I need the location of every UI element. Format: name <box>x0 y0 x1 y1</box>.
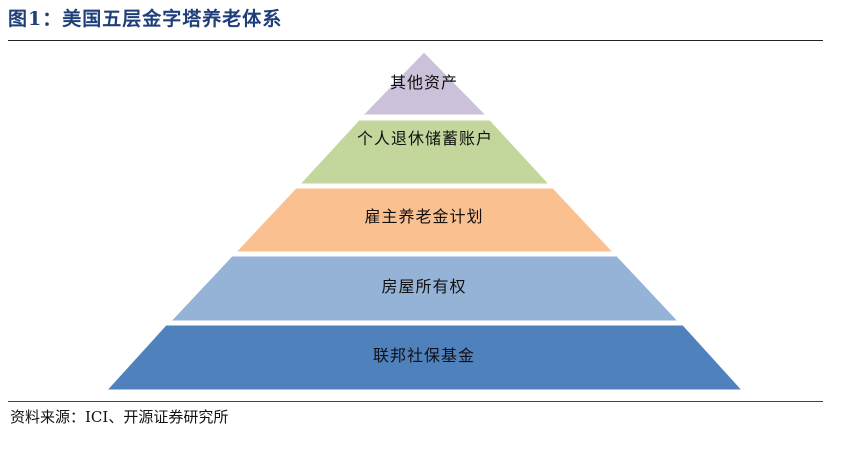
pyramid-level-2 <box>298 119 551 185</box>
pyramid-level-1 <box>361 51 488 116</box>
source-rule <box>8 401 823 402</box>
source-note: 资料来源：ICI、开源证券研究所 <box>10 408 229 426</box>
pyramid-label-4: 房屋所有权 <box>381 277 467 296</box>
pyramid-level-3 <box>234 187 615 253</box>
title-rule <box>8 40 823 41</box>
pyramid-label-3: 雇主养老金计划 <box>364 207 484 226</box>
pyramid-label-1: 其他资产 <box>389 73 458 92</box>
pyramid-label-5: 联邦社保基金 <box>372 346 475 365</box>
pyramid-level-4 <box>169 255 680 322</box>
figure-title: 图1：美国五层金字塔养老体系 <box>8 8 283 30</box>
pyramid-label-2: 个人退休储蓄账户 <box>356 129 493 148</box>
pyramid-level-5 <box>105 324 744 391</box>
